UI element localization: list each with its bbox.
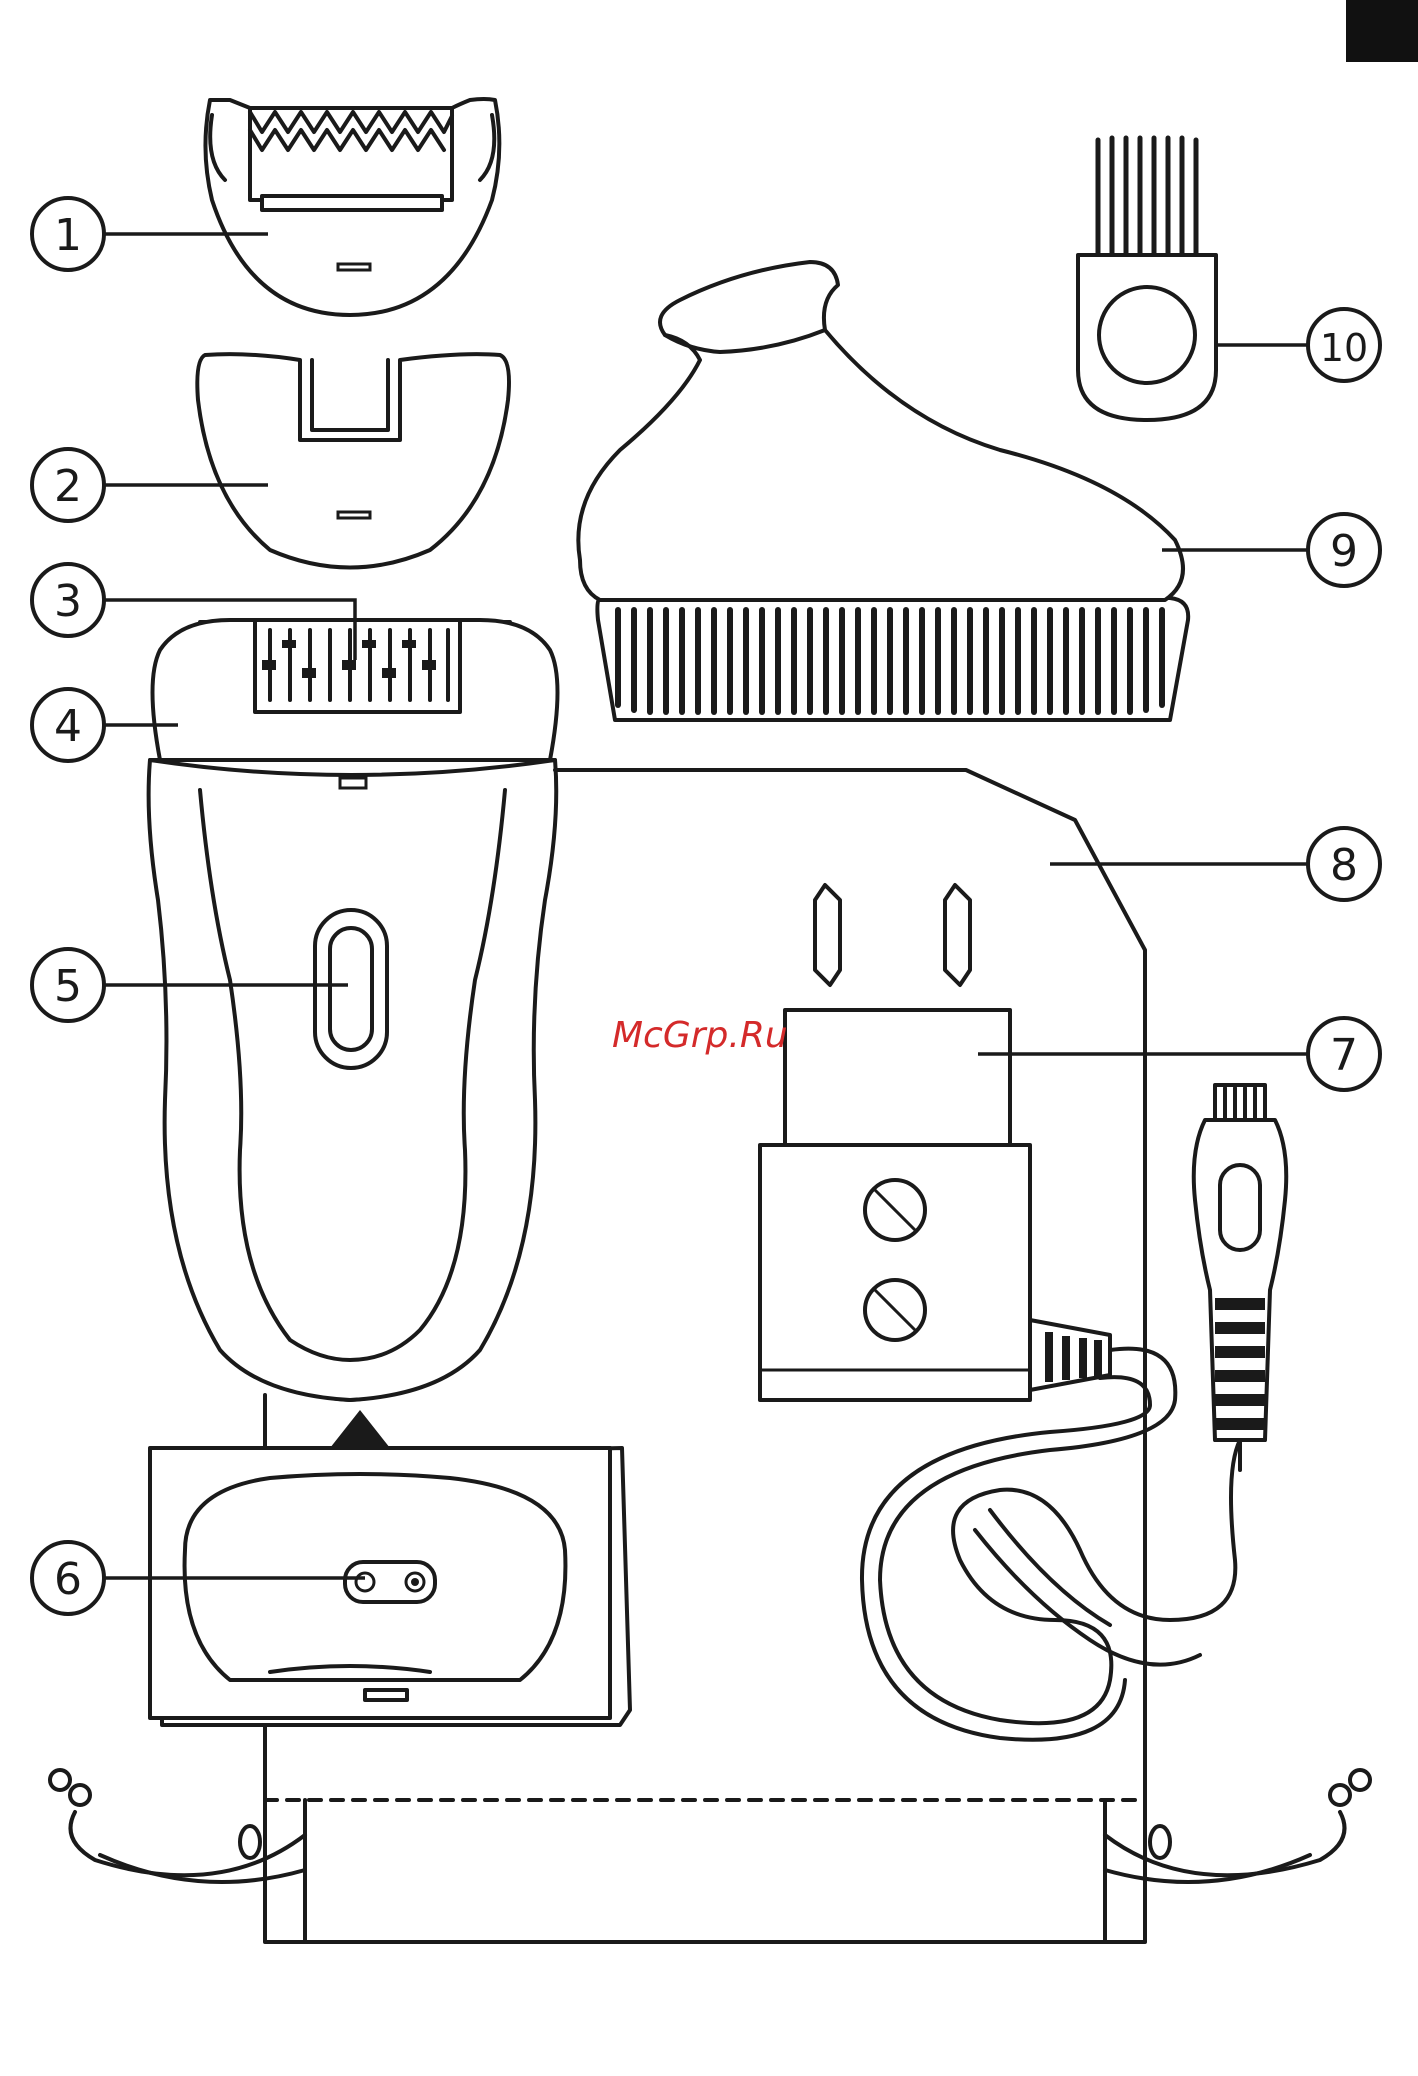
callout-label: 2 <box>54 461 82 512</box>
callout-label: 6 <box>54 1554 82 1605</box>
part-3-epilating-discs <box>255 620 460 712</box>
callout-label: 10 <box>1320 326 1368 370</box>
callout-7: 7 <box>978 1018 1380 1090</box>
part-7-adapter <box>760 885 1286 1740</box>
part-6-charging-stand <box>150 1410 630 1725</box>
callout-label: 1 <box>54 210 82 261</box>
callout-10: 10 <box>1216 309 1380 381</box>
corner-tab <box>1346 0 1418 62</box>
callout-label: 3 <box>54 576 82 627</box>
callout-label: 5 <box>54 961 82 1012</box>
part-1-epilator-cap <box>205 99 499 315</box>
part-10-cleaning-brush <box>1078 138 1216 420</box>
callout-8: 8 <box>1050 828 1380 900</box>
part-2-shaving-cap <box>197 354 509 567</box>
part-5-on-off-switch <box>315 910 387 1068</box>
callout-label: 4 <box>54 701 82 752</box>
callout-label: 7 <box>1330 1030 1358 1081</box>
callout-9: 9 <box>1162 514 1380 586</box>
callout-label: 8 <box>1330 840 1358 891</box>
watermark-text: McGrp.Ru <box>612 1015 788 1056</box>
callout-label: 9 <box>1330 526 1358 577</box>
